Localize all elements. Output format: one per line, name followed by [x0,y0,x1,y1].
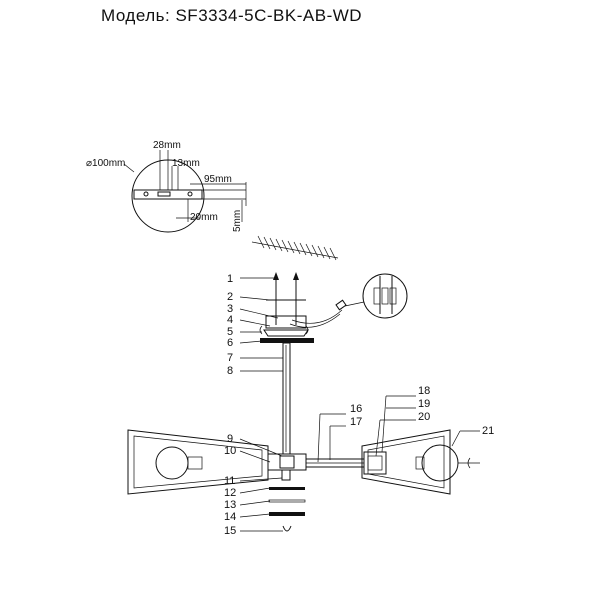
dim-13-label: 13mm [172,158,200,169]
terminal-detail-circle [362,273,408,319]
lamp-holder-inner [367,455,383,471]
callout-4: 4 [227,314,233,326]
callout-12: 12 [224,487,236,499]
callout-leaders [239,277,480,532]
dim-28-label: 28mm [153,140,181,151]
left-shade-inner [133,435,263,489]
supply-wire [291,309,343,324]
callout-15: 15 [224,525,236,537]
ceiling-hatch [251,235,339,261]
bracket-screw-hole-right [187,191,193,197]
finial [282,525,292,532]
washer-1 [269,487,305,490]
callout-21: 21 [482,425,494,437]
right-shade-inner [367,435,445,489]
terminal-detail-leader [344,301,365,307]
callout-2: 2 [227,291,233,303]
decorative-cap [269,512,305,516]
dim-5-label: 5mm [232,210,243,232]
mounting-bracket-detail: ⌀100mm 28mm 13mm 95mm 20mm 5mm [86,140,247,233]
lamp-holder [363,451,387,475]
callout-8: 8 [227,365,233,377]
dim-leader-diameter [123,163,135,173]
terminal-block [335,299,347,311]
washer-2 [268,499,306,503]
dim-20-label: 20mm [190,212,218,223]
callout-13: 13 [224,499,236,511]
canopy-body [263,329,309,337]
dim-95-label: 95mm [204,174,232,185]
callout-16: 16 [350,403,362,415]
nut-left [259,325,263,335]
callout-10: 10 [224,445,236,457]
supply-wire-2 [289,313,341,328]
right-bulb [421,444,459,482]
model-title: Модель: SF3334-5C-BK-AB-WD [101,6,363,25]
callout-11: 11 [224,475,235,487]
terminal-pin-3 [389,287,397,305]
canopy-plate [260,338,314,343]
terminal-pin-1 [373,287,381,305]
right-bulb-base [415,456,425,470]
callout-3: 3 [227,303,233,315]
bottom-nut [281,469,291,481]
arrow-up-left [273,272,279,280]
callout-18: 18 [418,385,430,397]
callout-5: 5 [227,326,233,338]
callout-9: 9 [227,433,233,445]
bracket-slot [157,191,171,197]
callout-20: 20 [418,411,430,423]
fixture-assembly [127,272,480,532]
nut-right [305,325,309,335]
left-shade [127,429,269,495]
callout-17: 17 [350,416,362,428]
arrow-up-right [293,272,299,280]
callout-7: 7 [227,352,233,364]
callout-6: 6 [227,337,233,349]
hub-center [279,455,295,469]
terminal-pin-2 [381,287,389,305]
callout-14: 14 [224,511,236,523]
callout-19: 19 [418,398,430,410]
bracket-screw-hole-left [143,191,149,197]
callout-1: 1 [227,273,233,285]
dim-diameter-label: ⌀100mm [86,158,125,169]
center-rod [282,342,291,455]
left-bulb [155,446,189,480]
right-shade [361,429,451,495]
canopy-top [265,315,307,329]
left-bulb-socket [187,456,203,470]
callout-numbers: 1 2 3 4 5 6 7 8 9 10 11 12 13 14 15 16 1… [224,273,494,537]
